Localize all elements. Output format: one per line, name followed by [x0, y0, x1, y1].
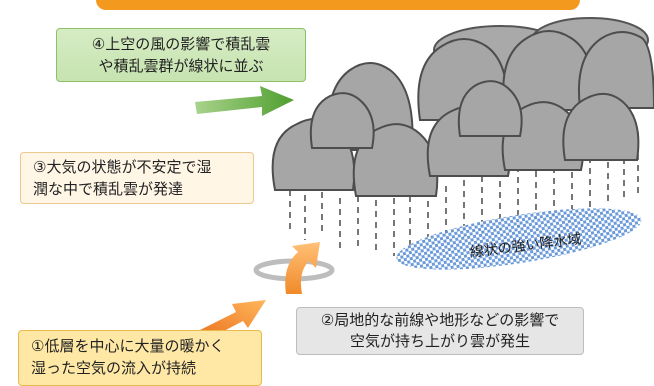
callout-step3-line1: ③大気の状態が不安定で湿 [33, 158, 212, 176]
callout-step1-line1: ①低層を中心に大量の暖かく [31, 337, 225, 355]
callout-step1: ①低層を中心に大量の暖かく 湿った空気の流入が持続 [18, 330, 262, 386]
callout-step3: ③大気の状態が不安定で湿 潤な中で積乱雲が発達 [20, 152, 254, 204]
cumulonimbus-cloud-group [271, 30, 654, 197]
callout-step1-line2: 湿った空気の流入が持続 [31, 359, 197, 377]
callout-step2-line1: ②局地的な前線や地形などの影響で [320, 311, 560, 329]
callout-step4-line1: ④上空の風の影響で積乱雲 [91, 35, 271, 53]
top-banner [96, 0, 580, 10]
diagram-scene [195, 17, 654, 342]
heavy-rain-band [396, 208, 642, 270]
updraft-arrow [285, 242, 320, 294]
callout-step2: ②局地的な前線や地形などの影響で 空気が持ち上がり雲が発生 [296, 307, 584, 355]
callout-step4: ④上空の風の影響で積乱雲 や積乱雲群が線状に並ぶ [56, 28, 306, 82]
callout-step2-line2: 空気が持ち上がり雲が発生 [349, 332, 530, 350]
callout-step3-line2: 潤な中で積乱雲が発達 [33, 180, 184, 198]
callout-step4-line2: や積乱雲群が線状に並ぶ [98, 57, 264, 75]
wind-arrow [195, 86, 294, 116]
